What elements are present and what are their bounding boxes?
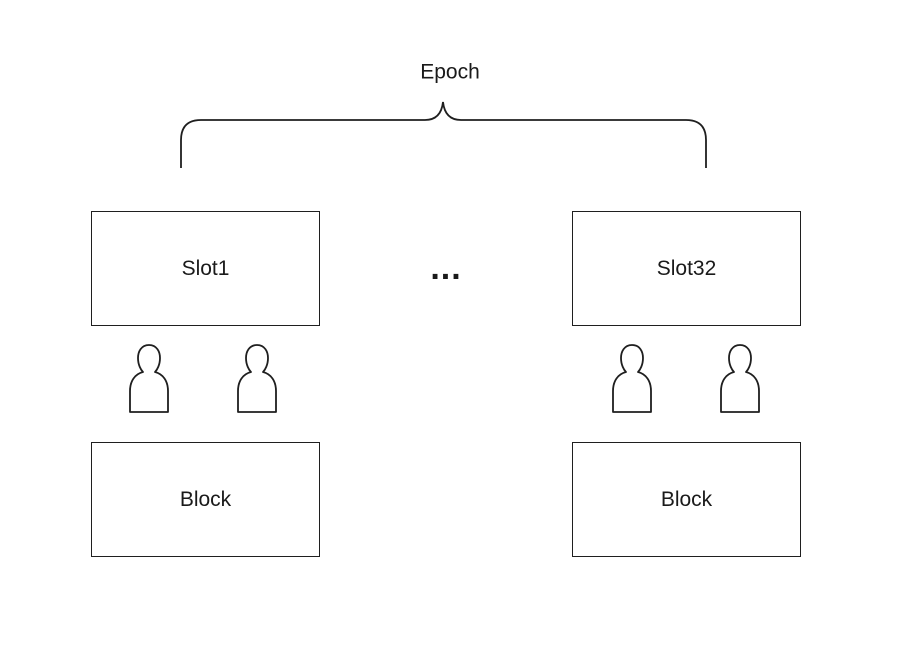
slot-box-1: Slot1 [91, 211, 320, 326]
ellipsis-gap: ... [430, 249, 462, 287]
block-box-32: Block [572, 442, 801, 557]
slot-label-32: Slot32 [656, 256, 717, 280]
person-icon [612, 344, 652, 413]
block-label-1: Block [179, 487, 232, 511]
person-icon [720, 344, 760, 413]
block-box-1: Block [91, 442, 320, 557]
slot-label-1: Slot1 [181, 256, 230, 280]
person-icon [129, 344, 169, 413]
slot-box-32: Slot32 [572, 211, 801, 326]
block-label-32: Block [660, 487, 713, 511]
person-icon [237, 344, 277, 413]
epoch-label: Epoch [420, 60, 480, 84]
